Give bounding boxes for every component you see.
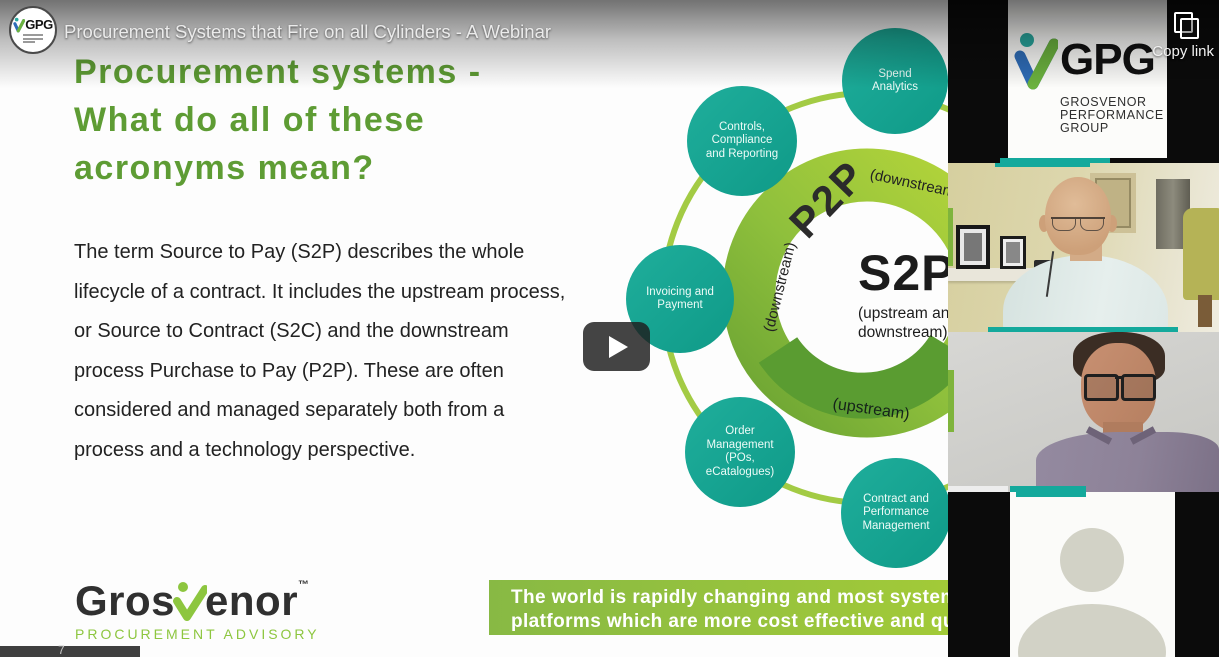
- gpg-v-icon: [13, 17, 26, 33]
- wordmark-enor: enor: [205, 577, 299, 624]
- trademark-symbol: ™: [298, 579, 310, 591]
- play-button[interactable]: [583, 322, 650, 371]
- s2p-caption: (upstream and downstream): [858, 305, 948, 341]
- participant-2-shirt: [1036, 432, 1219, 492]
- transition-accent-bar: [995, 163, 1090, 167]
- participant-1-ear: [1039, 215, 1049, 232]
- participant-1-ear: [1107, 215, 1117, 232]
- transition-accent-bar: [1000, 158, 1110, 163]
- participant-2-glasses: [1084, 374, 1156, 401]
- avatar-silhouette-head: [1060, 528, 1124, 592]
- banner-line-2: platforms which are more cost effective …: [511, 611, 948, 632]
- green-edge-sliver: [948, 370, 954, 432]
- copy-icon: [1174, 12, 1200, 40]
- copy-link-button[interactable]: Copy link: [1126, 10, 1216, 60]
- s2p-diagram-rings: [660, 90, 948, 506]
- slide-page-number: 7: [58, 643, 65, 657]
- wordmark-gros: Gros: [75, 577, 176, 624]
- diagram-node-spend-analytics: Spend Analytics: [842, 28, 948, 134]
- gpg-v-icon: [1014, 33, 1058, 90]
- avatar-placeholder-tile: [948, 492, 1219, 657]
- gpg-org-name: GROSVENOR PERFORMANCE GROUP: [1060, 95, 1164, 135]
- participant-1-head: [1045, 177, 1111, 255]
- s2p-center: S2P (upstream and downstream): [858, 244, 948, 342]
- channel-avatar-logo: GPG: [13, 17, 53, 33]
- transition-accent-bar: [1016, 492, 1086, 497]
- slide-page-bar: 7: [0, 643, 140, 657]
- node-label: Invoicing and Payment: [646, 285, 714, 312]
- avatar-micro-text-lines: [23, 33, 43, 44]
- diagram-node-contract-performance: Contract and Performance Management: [841, 458, 948, 568]
- bottom-banner: The world is rapidly changing and most s…: [489, 580, 948, 635]
- green-edge-sliver: [948, 208, 953, 266]
- shelf: [948, 268, 1034, 281]
- conference-sidebar: GPG GROSVENOR PERFORMANCE GROUP: [948, 0, 1219, 657]
- node-label: Controls, Compliance and Reporting: [705, 120, 779, 160]
- white-accent-bar: [948, 486, 1008, 492]
- glasses-bridge: [1115, 376, 1123, 379]
- transition-accent-bar: [1010, 486, 1086, 492]
- chair: [1183, 208, 1219, 300]
- diagram-node-controls-compliance: Controls, Compliance and Reporting: [687, 86, 797, 196]
- s2p-acronym: S2P: [858, 245, 948, 301]
- gpg-brand-mini: GPG: [25, 17, 53, 33]
- node-label: Spend Analytics: [871, 67, 919, 94]
- participant-1-shirt: [1003, 255, 1168, 332]
- participant-1-glasses: [1051, 217, 1105, 231]
- grosvenor-wordmark: Gros enor ™: [75, 577, 320, 625]
- checkmark-person-icon: [173, 582, 208, 621]
- photo-frame-large: [956, 225, 990, 269]
- banner-line-1: The world is rapidly changing and most s…: [511, 587, 948, 608]
- grosvenor-logo: Gros enor ™ PROCUREMENT ADVISORY: [75, 577, 320, 642]
- node-label: Contract and Performance Management: [862, 492, 930, 532]
- slide: Procurement systems - What do all of the…: [0, 28, 948, 657]
- upstream-arc: [758, 334, 948, 419]
- copy-link-label: Copy link: [1152, 43, 1214, 60]
- video-title-link[interactable]: Procurement Systems that Fire on all Cyl…: [64, 21, 552, 42]
- diagram-node-order-management: Order Management (POs, eCatalogues): [685, 397, 795, 507]
- node-label: Order Management (POs, eCatalogues): [705, 425, 775, 478]
- chair-leg: [1198, 295, 1212, 327]
- webcam-participant-1: [948, 163, 1219, 332]
- slide-paragraph: The term Source to Pay (S2P) describes t…: [74, 241, 566, 461]
- transition-accent-bar: [988, 327, 1178, 332]
- channel-avatar[interactable]: GPG: [9, 6, 57, 54]
- avatar-silhouette-body: [1018, 604, 1166, 657]
- avatar-panel: [1010, 492, 1175, 657]
- photo-frame-small: [1000, 236, 1026, 269]
- play-icon: [609, 335, 628, 358]
- webcam-participant-2: [948, 332, 1219, 492]
- grosvenor-tagline: PROCUREMENT ADVISORY: [75, 626, 320, 642]
